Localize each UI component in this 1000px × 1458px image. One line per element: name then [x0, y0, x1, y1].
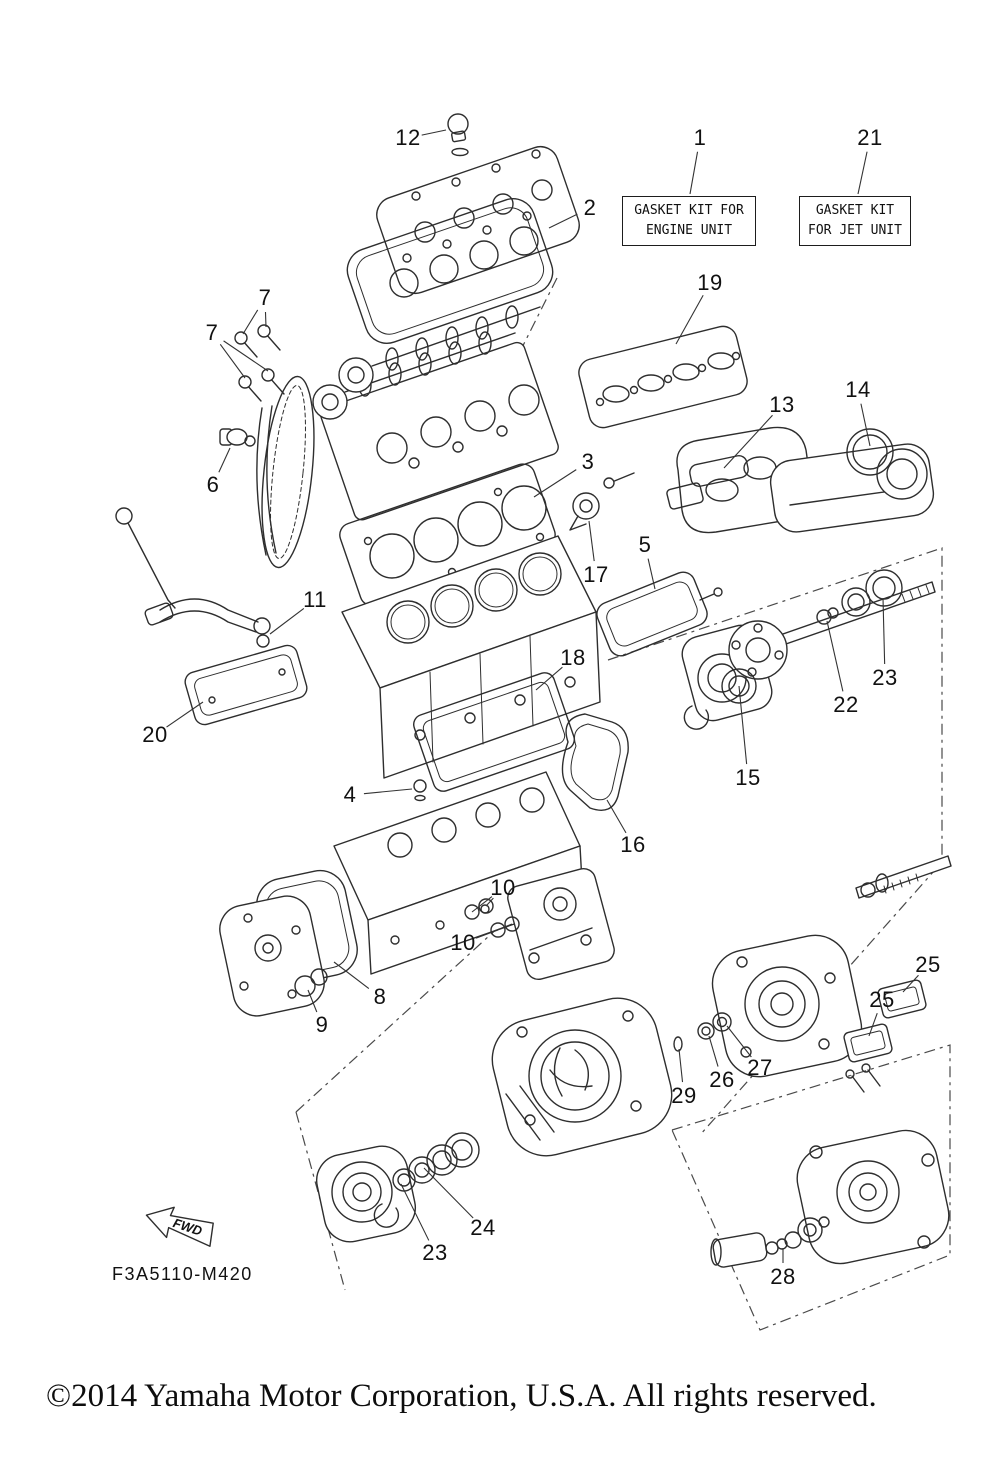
side-cover-gasket — [184, 644, 308, 726]
thermostat — [569, 472, 635, 531]
oil-suction-pipe — [144, 598, 271, 648]
diagram-code: F3A5110-M420 — [112, 1264, 253, 1284]
copyright-text: ©2014 Yamaha Motor Corporation, U.S.A. A… — [46, 1378, 877, 1414]
exhaust-joint-body — [769, 443, 935, 533]
callout-18: 18 — [560, 645, 586, 670]
callout-29: 29 — [671, 1083, 697, 1108]
callout-27: 27 — [747, 1055, 773, 1080]
callout-24: 24 — [470, 1215, 496, 1240]
anode-plates — [843, 979, 927, 1093]
callout-4: 4 — [343, 782, 357, 807]
callout-2: 2 — [583, 195, 597, 220]
dowel-pin — [413, 779, 427, 802]
cylinder-head-assembly — [312, 305, 559, 521]
impeller-shaft — [855, 855, 952, 899]
callout-21: 21 — [857, 125, 883, 150]
spacer-and-orings — [710, 1216, 830, 1268]
callout-14: 14 — [845, 377, 871, 402]
timing-chain — [256, 375, 315, 569]
callout-20: 20 — [142, 722, 168, 747]
kit-label-line2: FOR JET UNIT — [808, 223, 902, 238]
head-cover-gasket — [346, 198, 554, 344]
bearing-housing-rear — [796, 1129, 950, 1265]
shaft-seals — [673, 1012, 732, 1052]
callout-23: 23 — [872, 665, 898, 690]
callout-23: 23 — [422, 1240, 448, 1265]
exhaust-manifold-gasket — [578, 325, 748, 429]
coupling-cover-gasket — [561, 713, 629, 811]
callout-13: 13 — [769, 392, 795, 417]
oil-filler-cap — [447, 113, 469, 157]
callout-25: 25 — [915, 952, 941, 977]
crankcase-gasket — [413, 672, 575, 792]
exhaust-gasket-5 — [596, 571, 723, 657]
oil-pump-assembly — [507, 867, 615, 981]
exhaust-pipe-gasket — [689, 454, 749, 488]
callout-5: 5 — [638, 532, 652, 557]
gasket-kit-engine-label: GASKET KIT FOR ENGINE UNIT — [622, 196, 756, 246]
callout-26: 26 — [709, 1067, 735, 1092]
cylinder-block — [341, 535, 601, 779]
pump-bearings-seals — [373, 1132, 480, 1228]
leader-lines — [166, 129, 919, 1263]
pump-bearing-housing-left — [315, 1145, 417, 1243]
oil-level-gauge — [115, 507, 176, 609]
callout-1: 1 — [693, 125, 707, 150]
driveshaft-assembly — [681, 569, 936, 730]
stator-cover — [219, 895, 325, 1017]
callout-15: 15 — [735, 765, 761, 790]
kit-label-line2: ENGINE UNIT — [645, 223, 733, 238]
callout-10: 10 — [450, 930, 476, 955]
callout-19: 19 — [697, 270, 723, 295]
fwd-arrow: FWD — [145, 1206, 214, 1247]
callout-22: 22 — [833, 692, 859, 717]
gasket-kit-jet-label: GASKET KIT FOR JET UNIT — [799, 196, 911, 246]
callout-11: 11 — [303, 587, 327, 612]
camshaft-end-seal — [219, 428, 256, 447]
cylinder-head-gasket — [339, 463, 556, 607]
callout-25: 25 — [869, 987, 895, 1012]
callout-16: 16 — [620, 832, 646, 857]
kit-label-line1: GASKET KIT FOR — [634, 202, 744, 218]
o-rings-9 — [294, 968, 328, 997]
kit-label-line1: GASKET KIT — [815, 202, 895, 218]
callout-8: 8 — [373, 984, 387, 1009]
callout-9: 9 — [315, 1012, 329, 1037]
callout-28: 28 — [770, 1264, 796, 1289]
callout-3: 3 — [581, 449, 595, 474]
jet-pump-housing — [491, 997, 673, 1157]
callout-6: 6 — [206, 472, 220, 497]
callout-10: 10 — [490, 875, 516, 900]
callout-7: 7 — [258, 285, 272, 310]
mount-bolts — [234, 324, 285, 402]
callout-12: 12 — [395, 125, 421, 150]
lower-crankcase — [333, 771, 584, 975]
callout-17: 17 — [583, 562, 609, 587]
intermediate-housing — [711, 934, 863, 1078]
callout-7: 7 — [205, 320, 219, 345]
exhaust-outlet-gasket — [846, 428, 894, 476]
